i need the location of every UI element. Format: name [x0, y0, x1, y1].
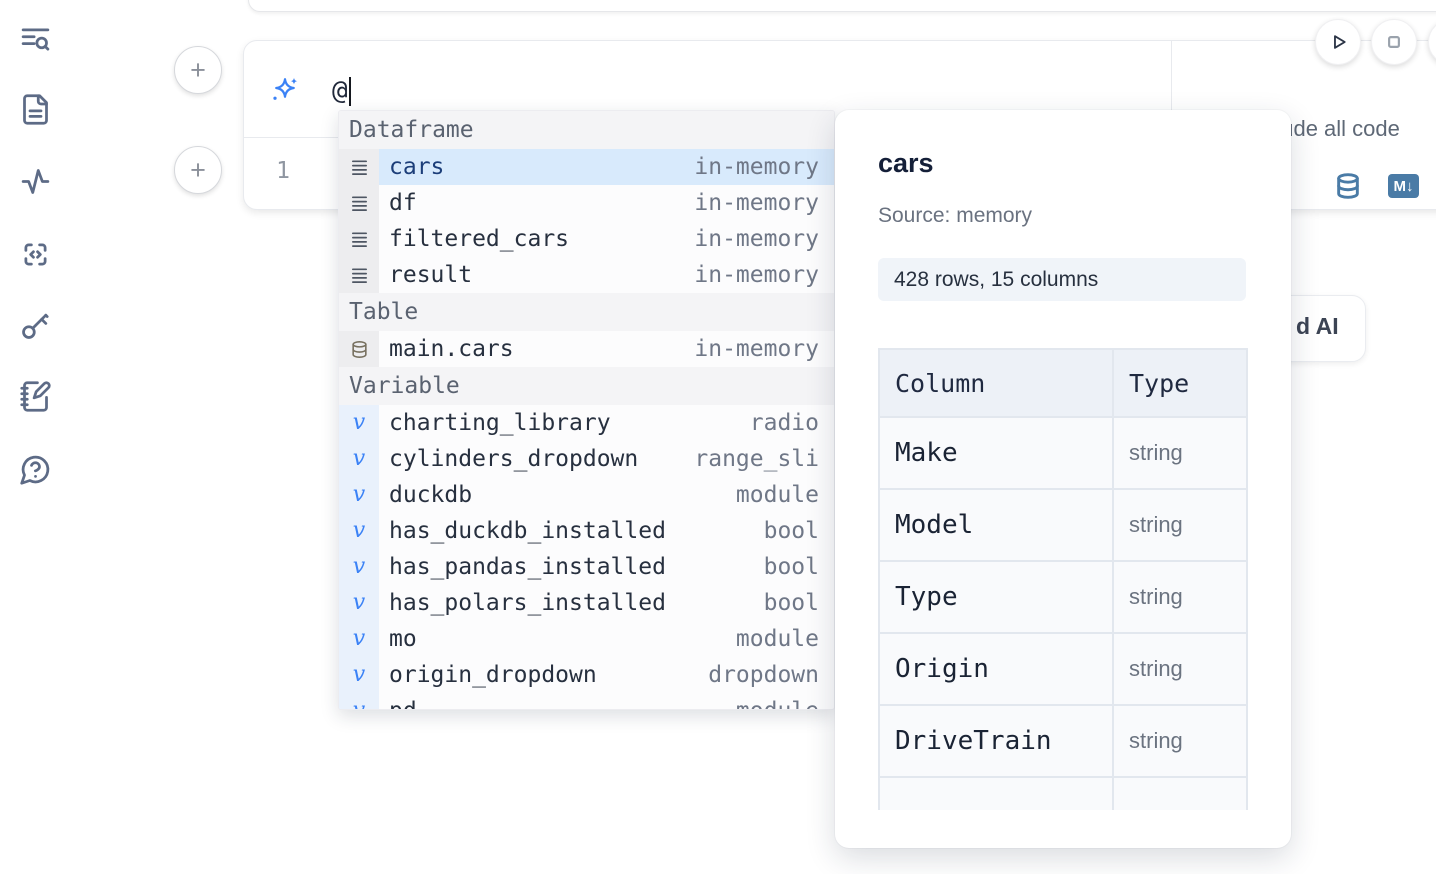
line-number: 1	[276, 158, 290, 184]
variable-icon: v	[339, 405, 379, 441]
ai-prompt-value: @	[332, 76, 348, 106]
preview-source: Source: memory	[878, 204, 1033, 227]
variable-icon: v	[339, 441, 379, 477]
variable-icon: v	[339, 585, 379, 621]
shape-badge: 428 rows, 15 columns	[878, 258, 1246, 301]
markdown-icon[interactable]: M↓	[1388, 174, 1419, 198]
stop-button[interactable]	[1371, 19, 1417, 65]
sql-database-icon[interactable]	[1334, 171, 1362, 201]
dataframe-icon	[339, 149, 379, 185]
text-search-icon[interactable]	[19, 23, 52, 56]
completion-item-pd-clipped[interactable]: v pdmodule	[339, 693, 834, 709]
text-caret	[348, 76, 351, 106]
activity-icon[interactable]	[19, 165, 52, 198]
dataframe-icon	[339, 221, 379, 257]
stop-icon	[1388, 36, 1400, 48]
run-cell-button[interactable]	[1315, 19, 1361, 65]
variable-icon: v	[339, 693, 379, 709]
code-snippet-icon[interactable]	[19, 238, 52, 271]
help-chat-icon[interactable]	[19, 453, 52, 486]
variable-icon: v	[339, 621, 379, 657]
table-row: Origin string	[878, 632, 1248, 706]
section-header-dataframe: Dataframe	[339, 111, 834, 149]
table-row: Model string	[878, 488, 1248, 562]
schema-header-row: Column Type	[878, 348, 1248, 418]
file-text-icon[interactable]	[19, 93, 52, 126]
table-row: DriveTrain string	[878, 704, 1248, 778]
preview-title: cars	[878, 148, 934, 178]
previous-cell-edge	[248, 0, 1436, 12]
schema-table: Column Type Make string Model string Typ…	[878, 348, 1248, 810]
section-header-variable: Variable	[339, 367, 834, 405]
dataframe-icon	[339, 257, 379, 293]
variable-icon: v	[339, 477, 379, 513]
column-header: Column	[878, 348, 1114, 418]
sparkles-icon	[270, 76, 300, 106]
type-header: Type	[1112, 348, 1248, 418]
variable-icon: v	[339, 513, 379, 549]
play-icon	[1334, 35, 1346, 49]
variable-icon: v	[339, 549, 379, 585]
add-cell-button-bottom[interactable]: +	[174, 146, 222, 194]
cell-convert-actions: M↓	[1334, 171, 1419, 201]
table-row-partial	[878, 776, 1248, 810]
section-header-table: Table	[339, 293, 834, 331]
table-row: Type string	[878, 560, 1248, 634]
key-icon[interactable]	[19, 309, 52, 342]
variable-icon: v	[339, 657, 379, 693]
ai-button-label: d AI	[1296, 313, 1339, 339]
dataframe-icon	[339, 185, 379, 221]
add-cell-button-top[interactable]: +	[174, 46, 222, 94]
ai-prompt-input[interactable]: @	[332, 71, 351, 111]
database-icon	[339, 331, 379, 367]
schema-table-wrap: Column Type Make string Model string Typ…	[878, 348, 1250, 810]
table-row: Make string	[878, 416, 1248, 490]
dataframe-preview-popup: cars Source: memory 428 rows, 15 columns…	[835, 110, 1291, 848]
notebook-pen-icon[interactable]	[19, 380, 52, 413]
